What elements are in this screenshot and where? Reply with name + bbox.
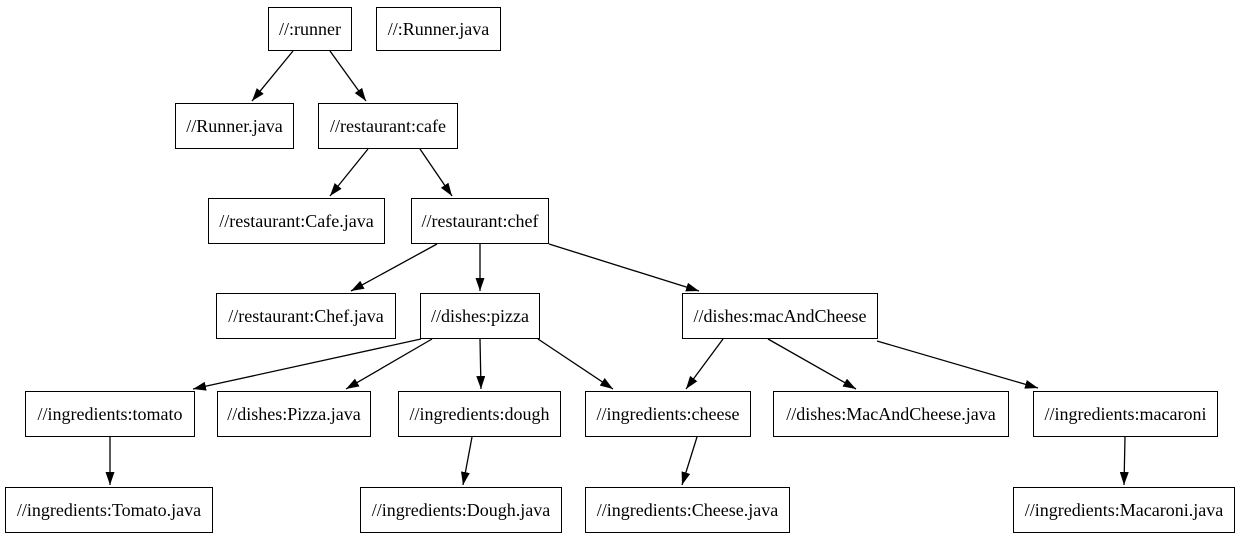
node-label: //dishes:pizza bbox=[431, 306, 529, 326]
node-label: //restaurant:chef bbox=[421, 211, 539, 231]
node-runner-java: //Runner.java bbox=[175, 103, 294, 149]
node-label: //dishes:Pizza.java bbox=[227, 404, 361, 424]
edge-chef-to-chef-java bbox=[350, 243, 438, 292]
edge-pizza-to-tomato bbox=[192, 338, 422, 391]
edge-cafe-to-cafe-java bbox=[329, 148, 369, 197]
node-label: //ingredients:dough bbox=[409, 404, 550, 424]
edge-cafe-to-chef bbox=[419, 148, 453, 197]
edge-mac-and-cheese-to-mac-and-cheese-java bbox=[767, 338, 857, 390]
node-chef-java: //restaurant:Chef.java bbox=[216, 293, 396, 339]
edge-group bbox=[105, 50, 1129, 486]
node-tomato: //ingredients:tomato bbox=[25, 391, 195, 437]
edge-pizza-to-dough bbox=[476, 338, 486, 390]
node-cafe: //restaurant:cafe bbox=[318, 103, 458, 149]
node-label: //:Runner.java bbox=[387, 19, 490, 39]
node-label: //restaurant:Chef.java bbox=[228, 306, 384, 326]
node-label: //ingredients:Cheese.java bbox=[596, 500, 779, 520]
node-label: //restaurant:cafe bbox=[330, 116, 446, 136]
node-chef: //restaurant:chef bbox=[411, 198, 549, 244]
edge-cheese-to-cheese-java bbox=[681, 436, 698, 486]
node-label: //dishes:macAndCheese bbox=[693, 306, 867, 326]
node-mac-and-cheese-java: //dishes:MacAndCheese.java bbox=[773, 391, 1009, 437]
node-dough: //ingredients:dough bbox=[398, 391, 561, 437]
node-label: //ingredients:Tomato.java bbox=[16, 500, 202, 520]
node-label: //ingredients:Macaroni.java bbox=[1024, 500, 1224, 520]
node-label: //ingredients:tomato bbox=[37, 404, 183, 424]
node-label: //Runner.java bbox=[186, 116, 283, 136]
node-label: //restaurant:Cafe.java bbox=[219, 211, 374, 231]
node-pizza: //dishes:pizza bbox=[420, 293, 540, 339]
edge-pizza-to-cheese bbox=[537, 338, 614, 390]
edge-mac-and-cheese-to-macaroni bbox=[876, 340, 1039, 389]
edge-dough-to-dough-java bbox=[460, 436, 473, 486]
node-cafe-java: //restaurant:Cafe.java bbox=[208, 198, 385, 244]
node-cheese: //ingredients:cheese bbox=[585, 391, 751, 437]
node-label: //:runner bbox=[279, 19, 341, 39]
edge-macaroni-to-macaroni-java bbox=[1119, 436, 1129, 486]
node-mac-and-cheese: //dishes:macAndCheese bbox=[682, 293, 878, 339]
node-dough-java: //ingredients:Dough.java bbox=[360, 487, 562, 533]
edge-mac-and-cheese-to-cheese bbox=[685, 338, 724, 390]
node-runner-java-root: //:Runner.java bbox=[376, 7, 501, 51]
node-macaroni-java: //ingredients:Macaroni.java bbox=[1013, 487, 1235, 533]
node-pizza-java: //dishes:Pizza.java bbox=[217, 391, 371, 437]
node-macaroni: //ingredients:macaroni bbox=[1033, 391, 1218, 437]
node-label: //ingredients:Dough.java bbox=[371, 500, 551, 520]
node-tomato-java: //ingredients:Tomato.java bbox=[5, 487, 213, 533]
node-label: //ingredients:macaroni bbox=[1044, 404, 1207, 424]
node-runner: //:runner bbox=[268, 7, 352, 51]
edge-runner-to-runner-java bbox=[251, 50, 294, 102]
edge-chef-to-mac-and-cheese bbox=[548, 243, 700, 292]
node-cheese-java: //ingredients:Cheese.java bbox=[585, 487, 790, 533]
edge-pizza-to-pizza-java bbox=[345, 338, 433, 390]
node-label: //dishes:MacAndCheese.java bbox=[786, 404, 996, 424]
edge-runner-to-cafe bbox=[329, 50, 367, 102]
node-label: //ingredients:cheese bbox=[596, 404, 740, 424]
